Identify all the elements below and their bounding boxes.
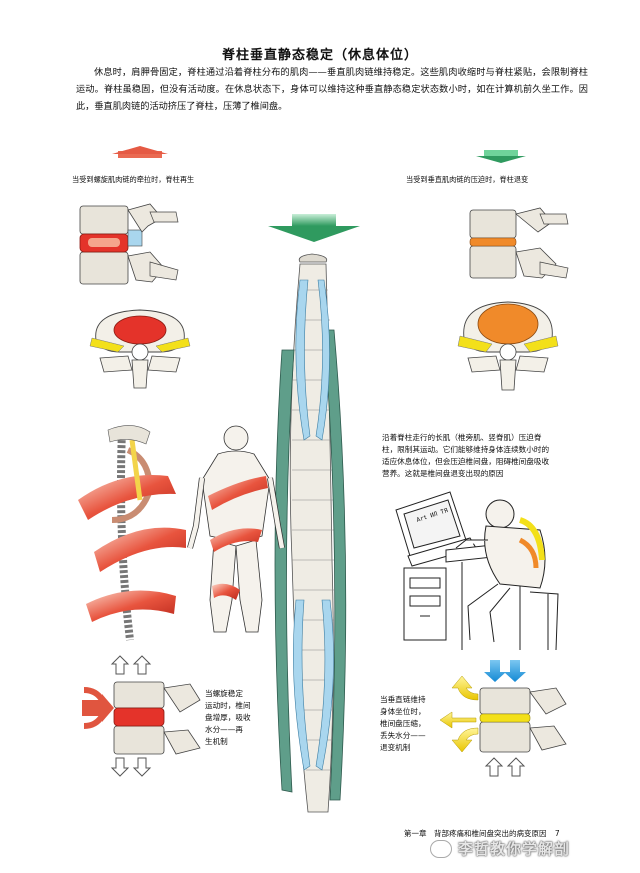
- computer-note: 沿着脊柱走行的长肌（椎旁肌、竖脊肌）压迫脊 柱，限制其运动。它们能够维持身体连续…: [382, 432, 582, 480]
- right-mechanism-note: 当垂直链维持 身体坐位时， 椎间盘压缩， 丢失水分—— 退变机制: [380, 694, 452, 754]
- caption-regeneration: 当受到螺旋肌肉链的牵拉时，脊柱再生: [72, 175, 195, 184]
- yellow-outflow-arrows-icon: [439, 675, 479, 753]
- vertebra-degenerated-lower: [479, 687, 567, 753]
- note-line: 退变机制: [380, 743, 411, 752]
- vertebra-healthy-top-view: [89, 309, 191, 389]
- green-arrow-down-icon: [476, 150, 526, 163]
- computer-user-illustration: [395, 491, 559, 651]
- vertebra-healthy-side-view: [79, 203, 179, 285]
- up-arrows-outline-icon: [110, 655, 152, 675]
- down-arrows-outline-icon: [110, 757, 152, 777]
- note-line: 当螺旋稳定: [205, 689, 243, 698]
- vertebra-degenerated-side-view: [469, 207, 569, 279]
- watermark: 李哲教你学解剖: [458, 840, 571, 858]
- left-mechanism-note: 当螺旋稳定 运动时，椎间 盘增厚，吸收 水分——再 生机制: [205, 688, 277, 748]
- green-compression-arrow-icon: [268, 214, 360, 242]
- spiral-muscle-chain-skeleton: [78, 425, 186, 641]
- note-line: 身体坐位时，: [380, 707, 426, 716]
- note-line: 生机制: [205, 737, 228, 746]
- chapter-title: 第一章 背部疼痛和椎间盘突出的病变原因: [404, 829, 547, 838]
- note-line: 椎间盘压缩，: [380, 719, 426, 728]
- wechat-logo-icon: [430, 840, 452, 858]
- up-arrows-outline-right-icon: [484, 757, 526, 777]
- spine-vertical-muscle-chain: [274, 253, 347, 813]
- note-line: 丢失水分——: [380, 731, 426, 740]
- vertebra-degenerated-top-view: [457, 301, 559, 391]
- page-number: 7: [554, 829, 560, 838]
- note-line: 水分——再: [205, 725, 243, 734]
- note-line: 运动时，椎间: [205, 701, 251, 710]
- page-footer: 第一章 背部疼痛和椎间盘突出的病变原因 7: [404, 828, 560, 839]
- vertebra-healthy-lower: [113, 681, 201, 755]
- caption-degeneration: 当受到垂直肌肉链的压迫时，脊柱退变: [406, 175, 529, 184]
- computer-note-line: 适应休息体位，但会压迫椎间盘，阻碍椎间盘吸收: [382, 457, 550, 466]
- red-inflow-arrows-icon: [82, 687, 114, 729]
- intro-paragraph: 休息时，肩胛骨固定，脊柱通过沿着脊柱分布的肌肉——垂直肌肉链维持稳定。这些肌肉收…: [76, 67, 588, 112]
- blue-compression-arrows-icon: [484, 660, 526, 682]
- computer-note-line: 柱，限制其运动。它们能够维持身体连续数小时的: [382, 445, 550, 454]
- note-line: 当垂直链维持: [380, 695, 426, 704]
- computer-note-line: 营养。这就是椎间盘退变出现的原因: [382, 469, 504, 478]
- red-arrow-up-icon: [112, 146, 168, 158]
- note-line: 盘增厚，吸收: [205, 713, 251, 722]
- human-back-figure: [187, 425, 285, 633]
- computer-note-line: 沿着脊柱走行的长肌（椎旁肌、竖脊肌）压迫脊: [382, 433, 542, 442]
- page-title: 脊柱垂直静态稳定（休息体位）: [221, 48, 418, 63]
